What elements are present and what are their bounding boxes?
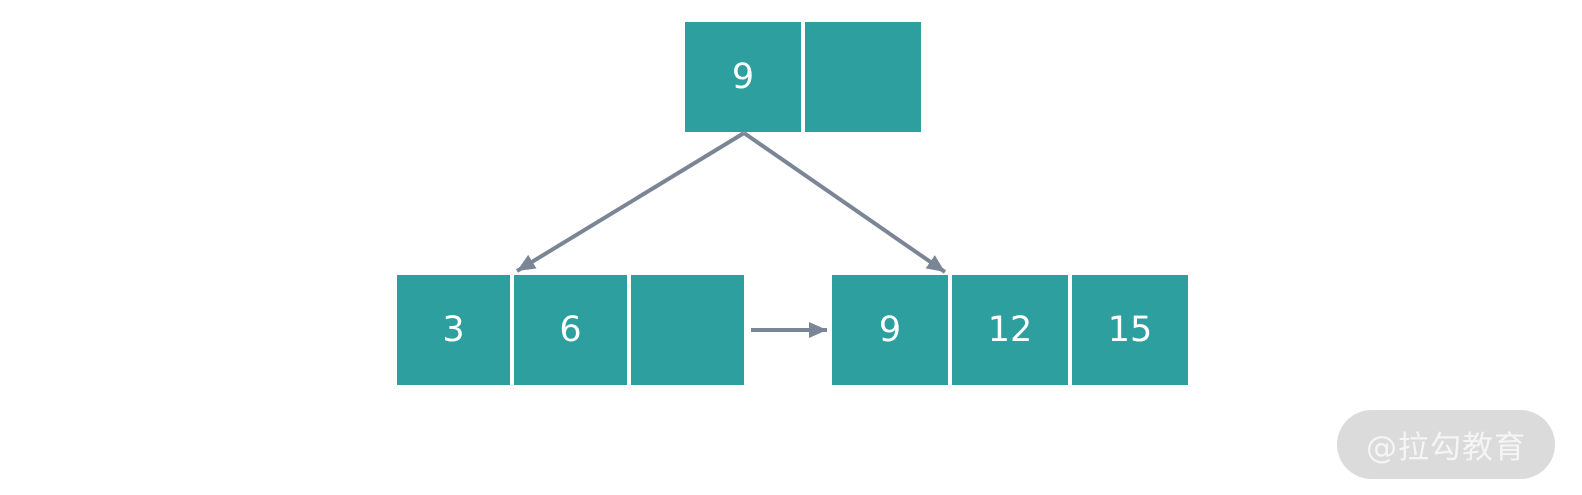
edge-root-to-right-child [742, 131, 947, 274]
watermark-badge: @拉勾教育 [1337, 410, 1555, 479]
left-cell-empty [631, 275, 744, 385]
root-cell-empty [805, 22, 921, 132]
left-cell-2: 6 [514, 275, 627, 385]
btree-node-left-child: 3 6 [397, 275, 744, 385]
watermark-label: @拉勾教育 [1366, 430, 1526, 466]
right-cell-2-value: 12 [987, 309, 1033, 350]
edge-root-to-left-child [515, 131, 746, 273]
right-cell-1-value: 9 [878, 309, 902, 350]
left-cell-2-value: 6 [559, 309, 582, 350]
right-cell-3-value: 15 [1107, 309, 1153, 350]
root-cell-key: 9 [685, 22, 801, 132]
left-cell-1-value: 3 [442, 309, 465, 350]
right-cell-1: 9 [832, 275, 948, 385]
right-cell-2: 12 [952, 275, 1068, 385]
btree-node-root: 9 [685, 22, 921, 132]
btree-node-right-child: 9 12 15 [832, 275, 1188, 385]
left-cell-1: 3 [397, 275, 510, 385]
right-cell-3: 15 [1072, 275, 1188, 385]
root-cell-key-value: 9 [731, 56, 755, 97]
